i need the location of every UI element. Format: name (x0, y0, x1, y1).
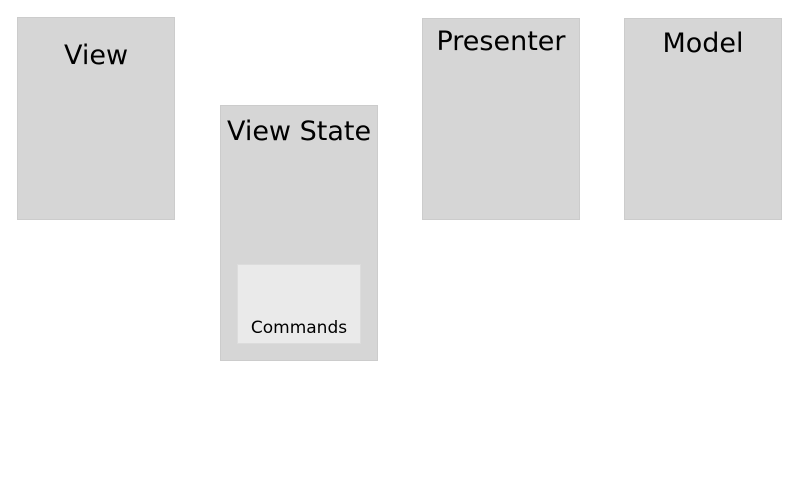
view-title: View (63, 40, 129, 71)
model-box: Model (624, 18, 782, 220)
view-state-title: View State (226, 116, 372, 147)
model-title: Model (662, 28, 744, 59)
view-state-box: View State Commands (220, 105, 378, 361)
commands-box: Commands (237, 264, 361, 344)
commands-label: Commands (250, 318, 348, 338)
presenter-title: Presenter (436, 26, 566, 57)
view-box: View (17, 17, 175, 220)
presenter-box: Presenter (422, 18, 580, 220)
